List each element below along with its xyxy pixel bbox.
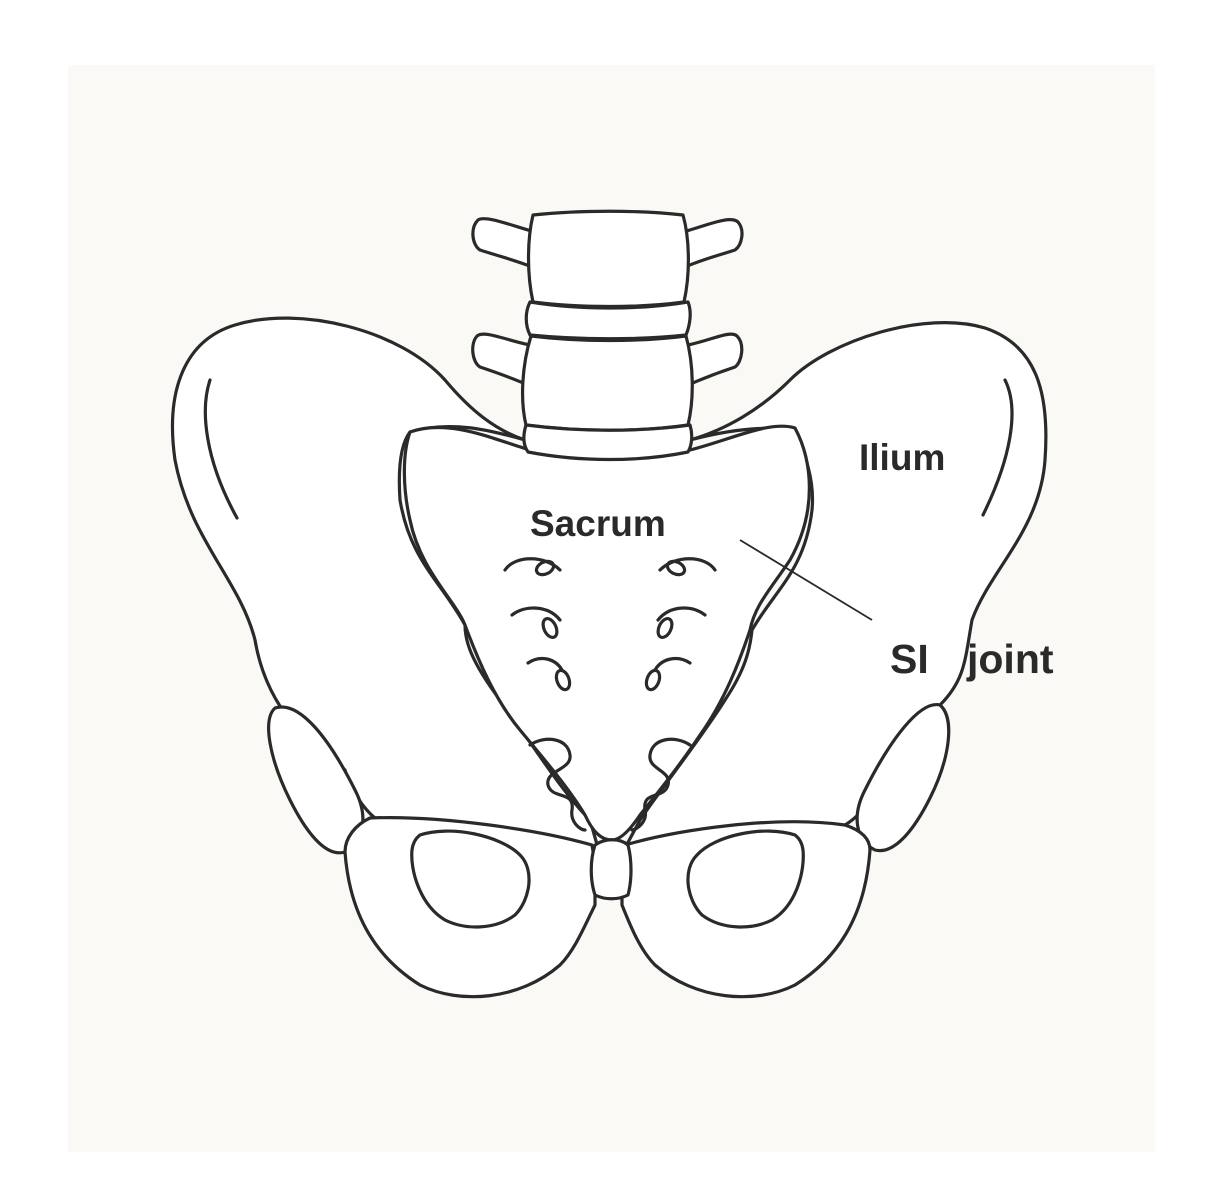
lumbosacral-disc — [522, 423, 694, 462]
right-foramen-2-hole — [656, 616, 674, 640]
lower-right-transverse-process — [686, 332, 744, 387]
left-foramen-1 — [503, 557, 562, 572]
right-acetabulum — [855, 703, 951, 853]
upper-right-transverse-process — [681, 218, 744, 270]
left-pubis — [343, 816, 597, 999]
lower-vertebral-body — [520, 334, 694, 432]
si-label: SI — [890, 636, 929, 682]
right-foramen-1 — [658, 557, 717, 572]
left-foramen-2 — [510, 606, 562, 622]
sacrum-label: Sacrum — [530, 503, 666, 544]
lower-left-transverse-process — [471, 332, 532, 387]
left-foramen-2-hole — [541, 616, 559, 640]
left-foramen-1-hole — [534, 559, 556, 577]
right-obturator-foramen — [686, 829, 805, 929]
intervertebral-disc — [524, 300, 692, 341]
left-obturator-foramen — [410, 829, 531, 929]
right-foramen-3 — [653, 656, 692, 672]
right-foramen-3-hole — [644, 668, 662, 692]
left-foramen-3 — [526, 656, 564, 672]
ilium-label: Ilium — [859, 437, 946, 478]
right-coccyx-ridge — [630, 737, 692, 832]
upper-left-transverse-process — [471, 217, 537, 270]
left-iliac-crest-inner — [203, 378, 239, 520]
pubic-symphysis — [589, 838, 633, 901]
right-pubis — [620, 820, 872, 999]
si-joint-leader-line — [739, 539, 873, 621]
right-iliac-crest-inner — [981, 378, 1014, 517]
right-foramen-2 — [656, 606, 707, 622]
left-coccyx-ridge — [528, 737, 587, 832]
joint-label: joint — [967, 636, 1054, 682]
upper-vertebral-body — [526, 209, 690, 309]
right-foramen-1-hole — [665, 559, 687, 577]
left-foramen-3-hole — [554, 668, 572, 692]
left-ilium — [170, 316, 600, 850]
